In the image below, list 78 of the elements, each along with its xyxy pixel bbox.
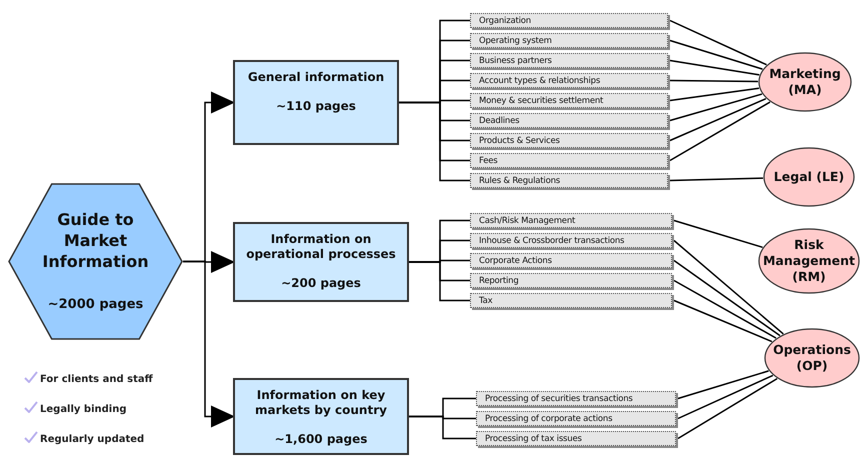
connector <box>399 102 470 182</box>
section-box <box>233 378 409 455</box>
connector <box>670 20 767 66</box>
connector <box>670 60 760 76</box>
node-title: Legal (LE) <box>774 169 844 185</box>
topic-label: Corporate Actions <box>479 256 552 266</box>
page-count: ~110 pages <box>276 99 356 114</box>
node-title: Information on key markets by country <box>254 388 388 418</box>
hexagon-node <box>8 183 183 340</box>
department-ellipse <box>758 52 852 112</box>
topic-box <box>470 133 668 148</box>
connector <box>183 260 235 428</box>
department-ellipse <box>763 147 855 207</box>
topic-label: Fees <box>479 156 498 166</box>
topic-box <box>470 93 668 108</box>
connector <box>678 378 778 440</box>
department-ellipse <box>758 228 860 294</box>
feature-note: Regularly updated <box>40 434 144 445</box>
topic-box <box>476 431 676 446</box>
topic-box <box>470 293 672 308</box>
department-ellipse <box>764 328 860 388</box>
topic-box <box>470 13 668 28</box>
page-count: ~200 pages <box>281 276 361 291</box>
topic-label: Business partners <box>479 56 552 66</box>
topic-box <box>476 391 676 406</box>
topic-box <box>470 73 668 88</box>
topic-box <box>470 213 672 228</box>
connector <box>670 101 770 162</box>
topic-box <box>470 53 668 68</box>
section-box <box>233 60 399 145</box>
topic-label: Organization <box>479 16 531 26</box>
node-title: General information <box>248 70 384 85</box>
topic-box <box>470 113 668 128</box>
connector <box>674 280 776 339</box>
topic-box <box>470 253 672 268</box>
topic-box <box>470 33 668 48</box>
connector <box>670 93 762 122</box>
topic-label: Rules & Regulations <box>479 176 560 186</box>
topic-label: Reporting <box>479 276 519 286</box>
topic-label: Processing of corporate actions <box>485 414 612 424</box>
topic-label: Deadlines <box>479 116 520 126</box>
connector <box>670 177 764 182</box>
connector <box>670 98 766 142</box>
topic-label: Processing of tax issues <box>485 434 582 444</box>
topic-box <box>470 173 668 188</box>
node-title: Operations (OP) <box>772 342 852 374</box>
connector <box>674 240 784 334</box>
node-title: Marketing (MA) <box>768 66 842 98</box>
connector <box>678 374 774 420</box>
feature-note: Legally binding <box>40 404 126 415</box>
connector <box>674 220 763 248</box>
topic-label: Inhouse & Crossborder transactions <box>479 236 624 246</box>
page-count: ~2000 pages <box>48 296 144 314</box>
connector <box>409 261 470 302</box>
section-box <box>233 222 409 302</box>
topic-label: Operating system <box>479 36 552 46</box>
node-title: Guide to Market Information <box>41 208 150 272</box>
topic-label: Money & securities settlement <box>479 96 604 106</box>
node-title: Information on operational processes <box>245 232 397 262</box>
connector <box>670 80 758 82</box>
connector <box>670 87 760 102</box>
connector <box>674 260 780 336</box>
connector <box>409 416 476 440</box>
topic-label: Tax <box>479 296 492 306</box>
topic-label: Cash/Risk Management <box>479 216 576 226</box>
connector <box>678 370 769 400</box>
topic-label: Account types & relationships <box>479 76 600 86</box>
topic-box <box>470 233 672 248</box>
topic-label: Products & Services <box>479 136 560 146</box>
feature-note: For clients and staff <box>40 374 153 385</box>
topic-box <box>476 411 676 426</box>
node-title: Risk Management (RM) <box>762 237 856 285</box>
connector <box>670 40 763 70</box>
topic-label: Processing of securities transactions <box>485 394 633 404</box>
topic-box <box>470 273 672 288</box>
topic-box <box>470 153 668 168</box>
page-count: ~1,600 pages <box>274 432 368 447</box>
connector <box>674 300 772 342</box>
